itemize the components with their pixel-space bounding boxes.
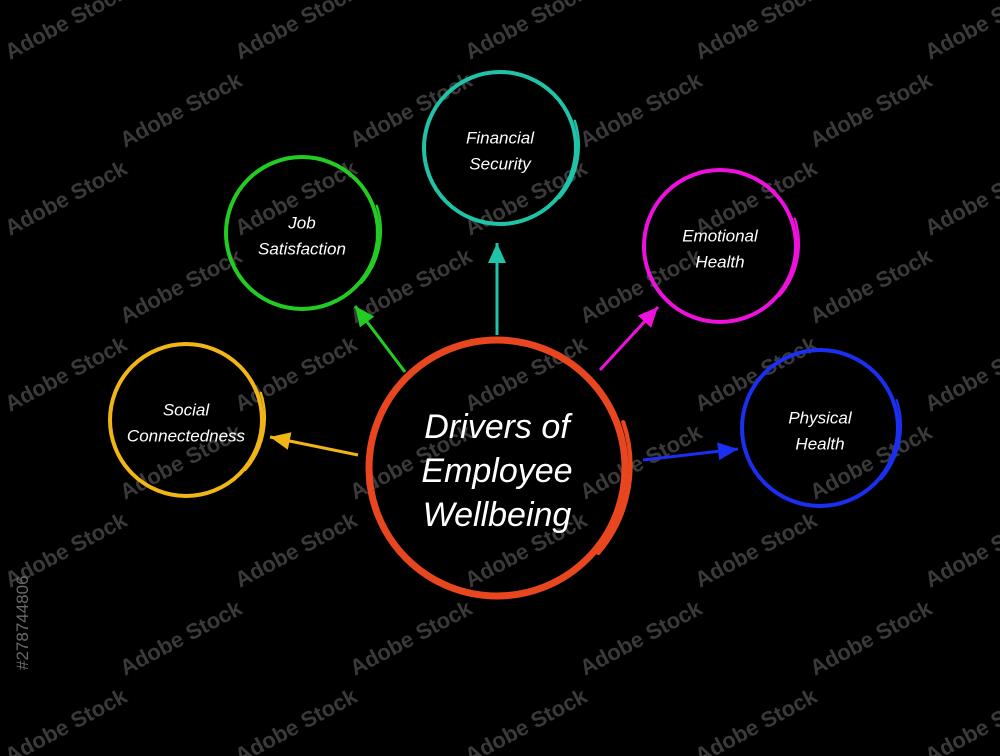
node-label-job-satisfaction-line: Job — [287, 213, 315, 232]
arrowhead-emotional-health — [637, 307, 658, 328]
node-label-financial-security-line: Financial — [466, 128, 535, 147]
node-label-emotional-health-line: Health — [695, 252, 744, 271]
watermark-text: Adobe Stock — [231, 0, 362, 64]
watermark-text: Adobe Stock — [691, 507, 822, 593]
center-label-line: Drivers of — [424, 408, 573, 446]
node-ring-emotional-health — [642, 168, 801, 324]
node-label-job-satisfaction-line: Satisfaction — [258, 239, 346, 258]
center-ring — [365, 336, 633, 600]
arrowhead-social-connectedness — [270, 432, 292, 450]
node-label-physical-health-line: Health — [795, 434, 844, 453]
watermark-text: Adobe Stock — [921, 507, 1000, 593]
watermark-text: Adobe Stock — [116, 67, 247, 153]
watermark-text: Adobe Stock — [231, 507, 362, 593]
arrowhead-physical-health — [717, 442, 738, 461]
watermark-text: Adobe Stock — [691, 331, 822, 417]
watermark-text: Adobe Stock — [921, 155, 1000, 241]
watermark-text: Adobe Stock — [346, 67, 477, 153]
node-label-physical-health-line: Physical — [788, 408, 853, 427]
watermark-text: Adobe Stock — [116, 243, 247, 329]
center-label-line: Employee — [421, 452, 572, 490]
watermark-text: Adobe Stock — [231, 331, 362, 417]
watermark-text: Adobe Stock — [921, 683, 1000, 756]
watermark-text: Adobe Stock — [806, 595, 937, 681]
watermark-text: Adobe Stock — [691, 0, 822, 64]
center-label-line: Wellbeing — [423, 496, 572, 534]
watermark-text: Adobe Stock — [1, 683, 132, 756]
node-label-emotional-health-line: Emotional — [682, 226, 759, 245]
node-ring-job-satisfaction — [224, 155, 383, 311]
node-ring-financial-security — [422, 70, 581, 226]
watermark-text: Adobe Stock — [231, 683, 362, 756]
arrowhead-job-satisfaction — [355, 306, 375, 328]
watermark-text: Adobe Stock — [691, 683, 822, 756]
watermark-text: Adobe Stock — [806, 67, 937, 153]
watermark-text: Adobe Stock — [576, 419, 707, 505]
watermark-text: Adobe Stock — [806, 419, 937, 505]
image-id-label: #278744806 — [13, 575, 32, 670]
watermark-text: Adobe Stock — [116, 595, 247, 681]
watermark-text: Adobe Stock — [1, 0, 132, 64]
node-label-financial-security-line: Security — [469, 154, 532, 173]
node-ring-physical-health — [740, 348, 903, 508]
ring-layer — [108, 70, 903, 600]
watermark-text: Adobe Stock — [346, 595, 477, 681]
node-label-social-connectedness-line: Connectedness — [127, 426, 246, 445]
watermark-text: Adobe Stock — [921, 331, 1000, 417]
arrowhead-financial-security — [488, 243, 506, 263]
watermark-text: Adobe Stock — [576, 595, 707, 681]
node-label-social-connectedness-line: Social — [163, 400, 211, 419]
arrow-layer — [269, 243, 739, 462]
watermark-text: Adobe Stock — [576, 67, 707, 153]
watermark-text: Adobe Stock — [921, 0, 1000, 64]
node-ring-social-connectedness — [108, 342, 267, 498]
watermark-text: Adobe Stock — [461, 0, 592, 64]
watermark-text: Adobe Stock — [806, 243, 937, 329]
watermark-text: Adobe Stock — [1, 155, 132, 241]
watermark-text: Adobe Stock — [461, 683, 592, 756]
